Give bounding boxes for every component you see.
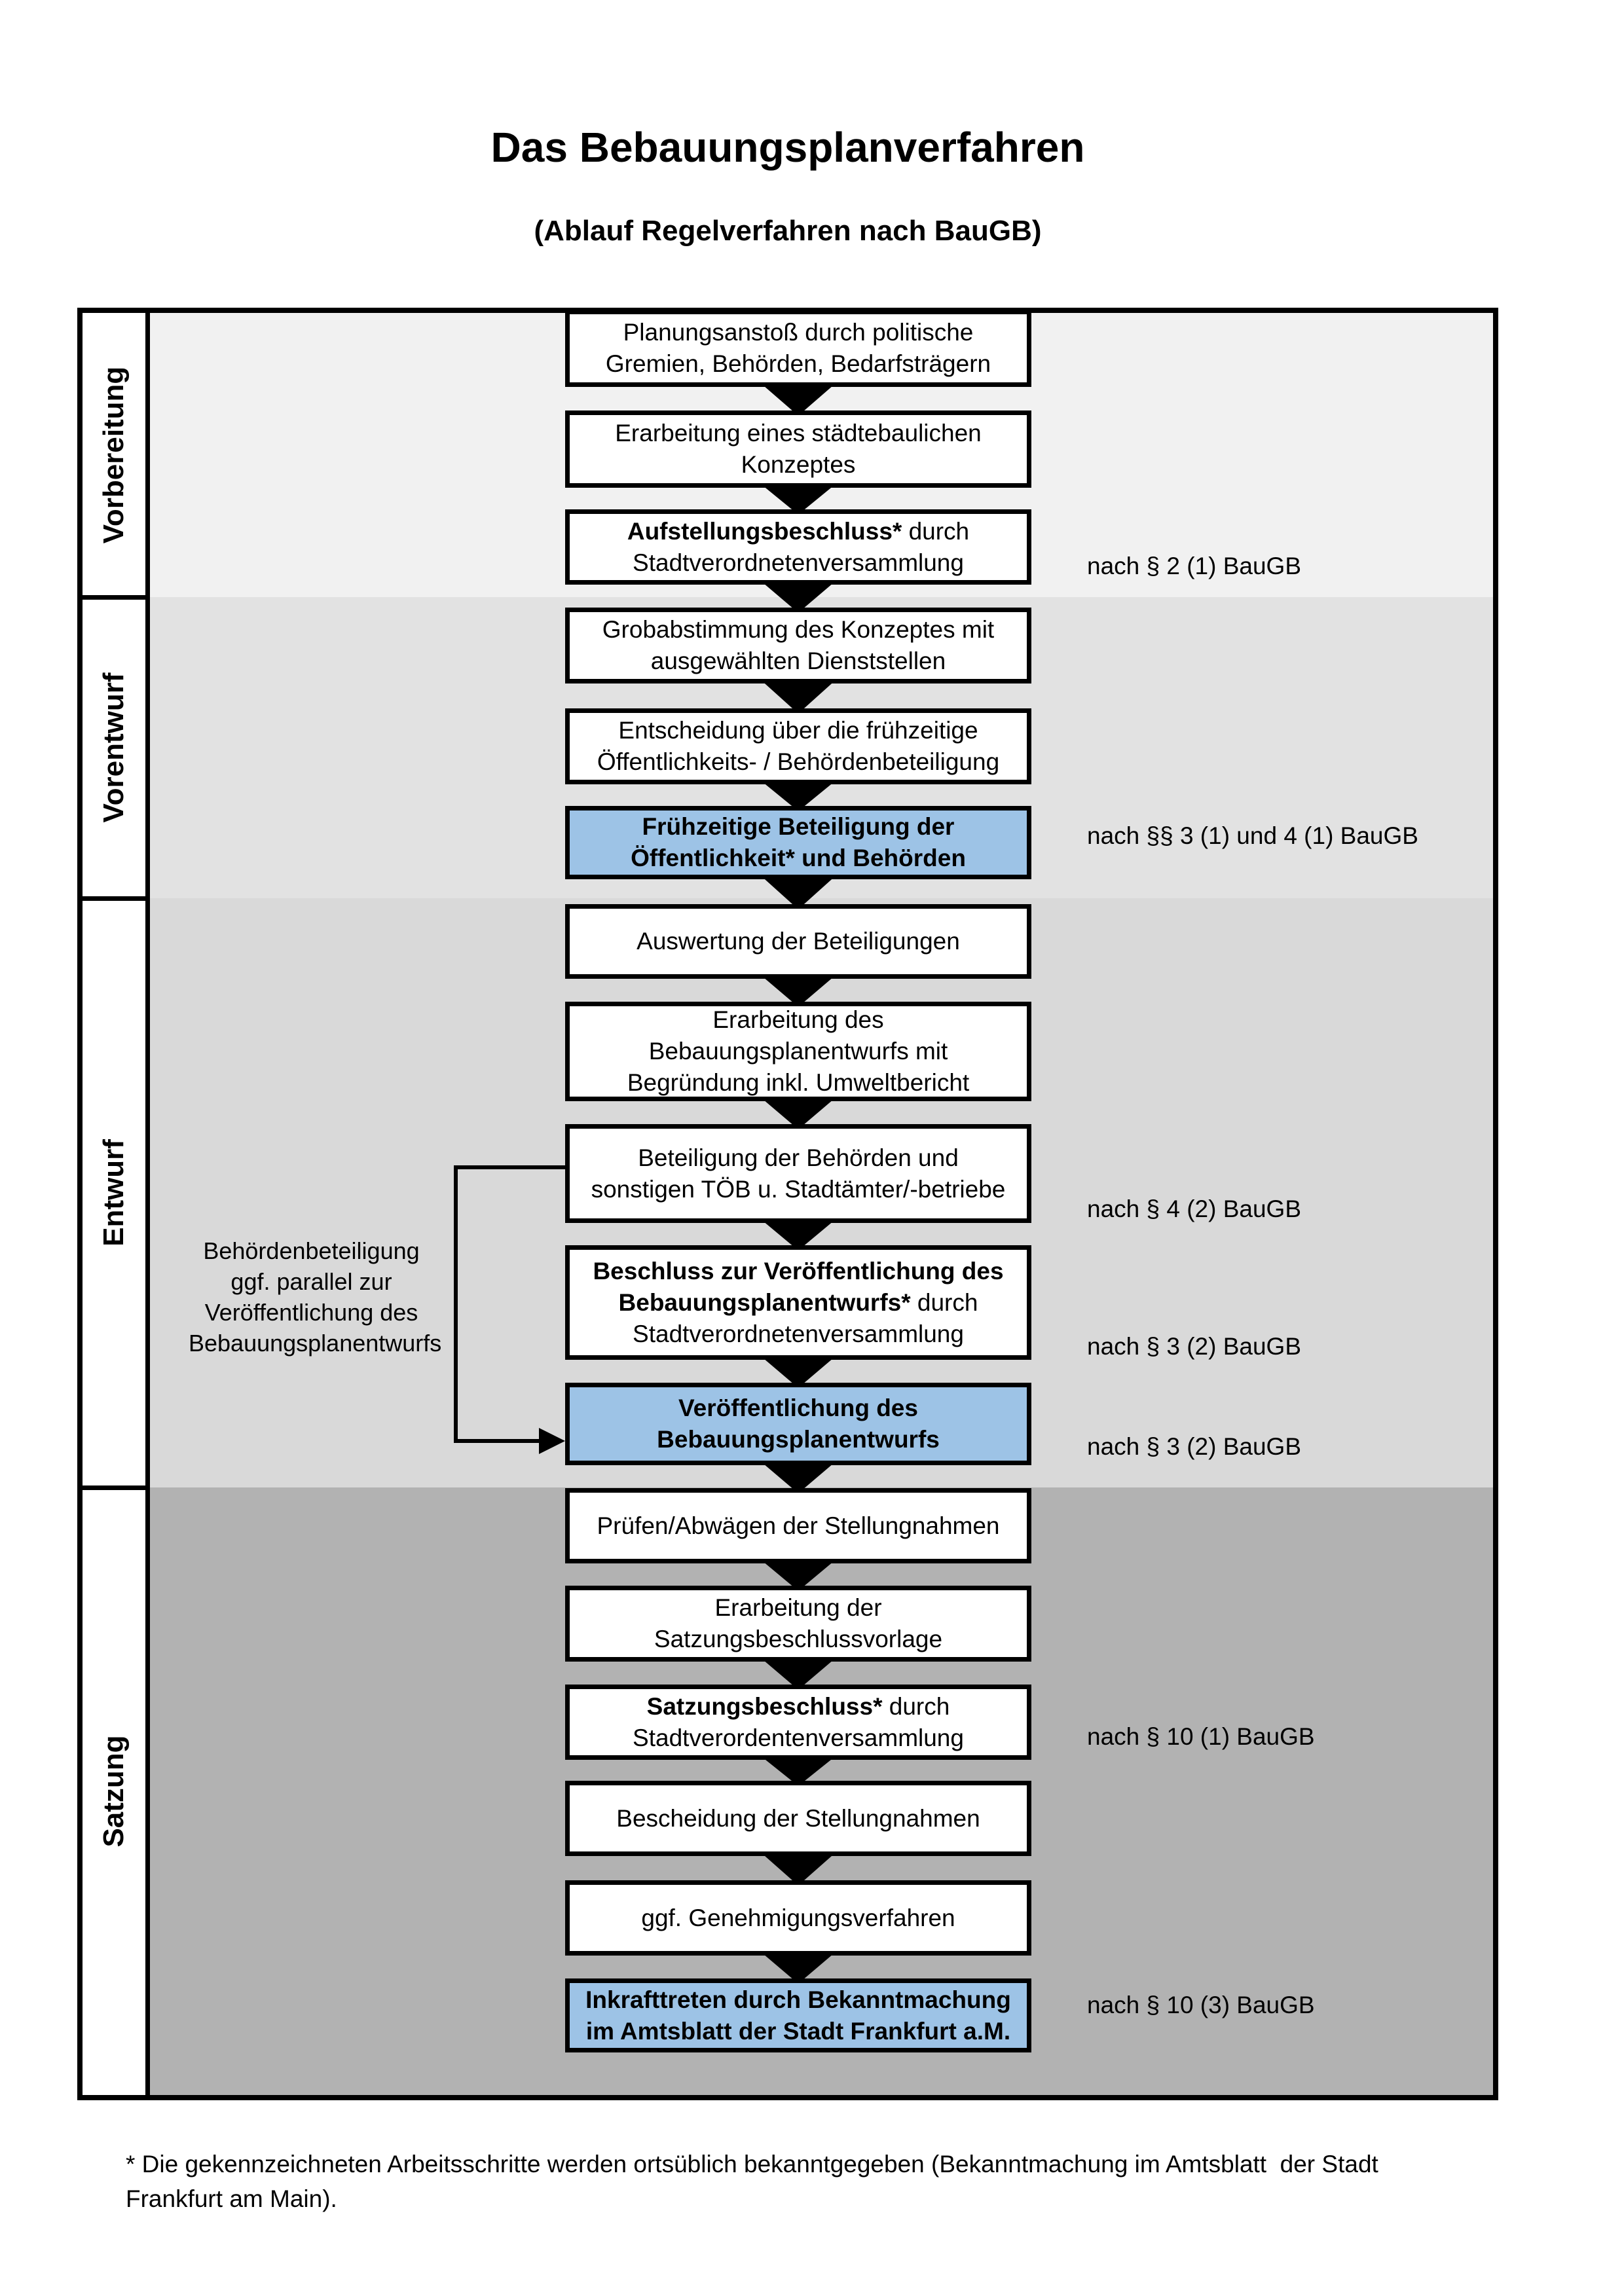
step-box-line: Entscheidung über die frühzeitige	[618, 717, 978, 744]
down-arrow-icon	[759, 483, 838, 515]
step-box-line: Planungsanstoß durch politische	[623, 319, 974, 346]
step-box-line: Gremien, Behörden, Bedarfsträgern	[605, 350, 991, 377]
step-box-line: Satzungsbeschlussvorlage	[654, 1626, 943, 1652]
step-box: Auswertung der Beteiligungen	[565, 904, 1031, 979]
down-arrow-icon	[759, 382, 838, 416]
step-box-line: Bebauungsplanentwurfs	[657, 1426, 940, 1453]
legal-annotation: nach § 2 (1) BauGB	[1087, 553, 1302, 579]
step-box-line: Erarbeitung eines städtebaulichen	[615, 420, 982, 446]
down-arrow-icon	[759, 874, 838, 909]
bracket-line-vertical	[454, 1165, 458, 1443]
step-box-line: ausgewählten Dienststellen	[650, 647, 946, 674]
step-box-line: Bebauungsplanentwurfs* durch	[618, 1288, 978, 1316]
phase-label-vorentwurf: Vorentwurf	[98, 672, 130, 823]
footnote-line: Frankfurt am Main).	[126, 2185, 337, 2212]
step-box-line: Bescheidung der Stellungnahmen	[616, 1804, 980, 1832]
phase-label-entwurf: Entwurf	[98, 1139, 130, 1247]
phase-label-column-divider	[145, 313, 150, 2095]
step-box-line: Bebauungsplanentwurfs mit	[648, 1038, 948, 1065]
down-arrow-icon	[759, 579, 838, 613]
step-box-line: Stadtverordentenversammlung	[633, 1724, 964, 1751]
legal-annotation: nach § 10 (3) BauGB	[1087, 1992, 1315, 2018]
legal-annotation: nach §§ 3 (1) und 4 (1) BauGB	[1087, 822, 1418, 849]
bracket-line-bottom	[454, 1439, 542, 1443]
bracket-line-top	[454, 1165, 565, 1169]
step-box-line: sonstigen TÖB u. Stadtämter/-betriebe	[591, 1175, 1006, 1203]
down-arrow-icon	[759, 1851, 838, 1886]
step-box: ggf. Genehmigungsverfahren	[565, 1880, 1031, 1956]
down-arrow-icon	[759, 1096, 838, 1129]
down-arrow-icon	[759, 1460, 838, 1493]
page-subtitle: (Ablauf Regelverfahren nach BauGB)	[534, 215, 1042, 247]
phase-label-satzung: Satzung	[98, 1735, 130, 1848]
step-box: Beteiligung der Behörden und sonstigen TÖ…	[565, 1124, 1031, 1223]
phase-label-vorbereitung: Vorbereitung	[98, 366, 130, 544]
phase-label-column	[83, 313, 145, 2095]
step-box-line: Prüfen/Abwägen der Stellungnahmen	[597, 1512, 1000, 1539]
step-box-line: Erarbeitung des	[712, 1006, 884, 1033]
down-arrow-icon	[759, 1558, 838, 1591]
down-arrow-icon	[759, 678, 838, 714]
step-box-line: Veröffentlichung des	[678, 1394, 918, 1421]
legal-annotation: nach § 3 (2) BauGB	[1087, 1333, 1302, 1360]
step-box-line: Stadtverordnetenversammlung	[633, 549, 964, 576]
step-box-line: Auswertung der Beteiligungen	[637, 928, 960, 955]
step-box-line: Inkrafttreten durch Bekanntmachung	[585, 1986, 1011, 2013]
down-arrow-icon	[759, 1656, 838, 1690]
side-note-line: Bebauungsplanentwurfs	[189, 1330, 442, 1357]
side-note-line: ggf. parallel zur	[231, 1268, 392, 1295]
step-box-line: Begründung inkl. Umweltbericht	[627, 1069, 970, 1096]
step-box: Inkrafttreten durch Bekanntmachung im Amt…	[565, 1978, 1031, 2052]
phase-divider	[83, 1485, 150, 1490]
phase-divider	[83, 896, 150, 901]
step-box-line: Beschluss zur Veröffentlichung des	[593, 1257, 1004, 1285]
step-box-line: Aufstellungsbeschluss* durch	[627, 517, 970, 545]
page-title: Das Bebauungsplanverfahren	[490, 124, 1085, 171]
step-box-line: Konzeptes	[741, 451, 856, 478]
step-box-line: Frühzeitige Beteiligung der	[642, 813, 955, 840]
step-box-line: Öffentlichkeits- / Behördenbeteiligung	[597, 748, 1000, 775]
step-box: Prüfen/Abwägen der Stellungnahmen	[565, 1488, 1031, 1563]
down-arrow-icon	[759, 779, 838, 811]
step-box-line: Grobabstimmung des Konzeptes mit	[602, 616, 995, 643]
footnote: * Die gekennzeichneten Arbeitsschritte w…	[126, 2147, 1507, 2216]
down-arrow-icon	[759, 1218, 838, 1250]
step-box-line: ggf. Genehmigungsverfahren	[641, 1904, 955, 1931]
step-box-line: Satzungsbeschluss* durch	[646, 1692, 950, 1720]
down-arrow-icon	[759, 1355, 838, 1388]
step-box-line: Öffentlichkeit* und Behörden	[631, 845, 966, 871]
step-box-line: Erarbeitung der	[714, 1594, 882, 1621]
legal-annotation: nach § 10 (1) BauGB	[1087, 1723, 1315, 1750]
down-arrow-icon	[759, 1950, 838, 1984]
legal-annotation: nach § 4 (2) BauGB	[1087, 1195, 1302, 1222]
step-box-line: im Amtsblatt der Stadt Frankfurt a.M.	[585, 2017, 1011, 2045]
side-note-line: Behördenbeteiligung	[203, 1237, 420, 1264]
bracket-right-arrow-icon	[539, 1428, 565, 1454]
phase-divider	[83, 595, 150, 600]
side-note-line: Veröffentlichung des	[204, 1299, 418, 1326]
legal-annotation: nach § 3 (2) BauGB	[1087, 1433, 1302, 1460]
step-box: Grobabstimmung des Konzeptes mit ausgewäh…	[565, 608, 1031, 683]
down-arrow-icon	[759, 974, 838, 1007]
step-box-line: Stadtverordnetenversammlung	[633, 1320, 964, 1347]
step-box-line: Beteiligung der Behörden und	[638, 1144, 959, 1171]
footnote-line: * Die gekennzeichneten Arbeitsschritte w…	[126, 2151, 1378, 2178]
step-box: Bescheidung der Stellungnahmen	[565, 1781, 1031, 1856]
